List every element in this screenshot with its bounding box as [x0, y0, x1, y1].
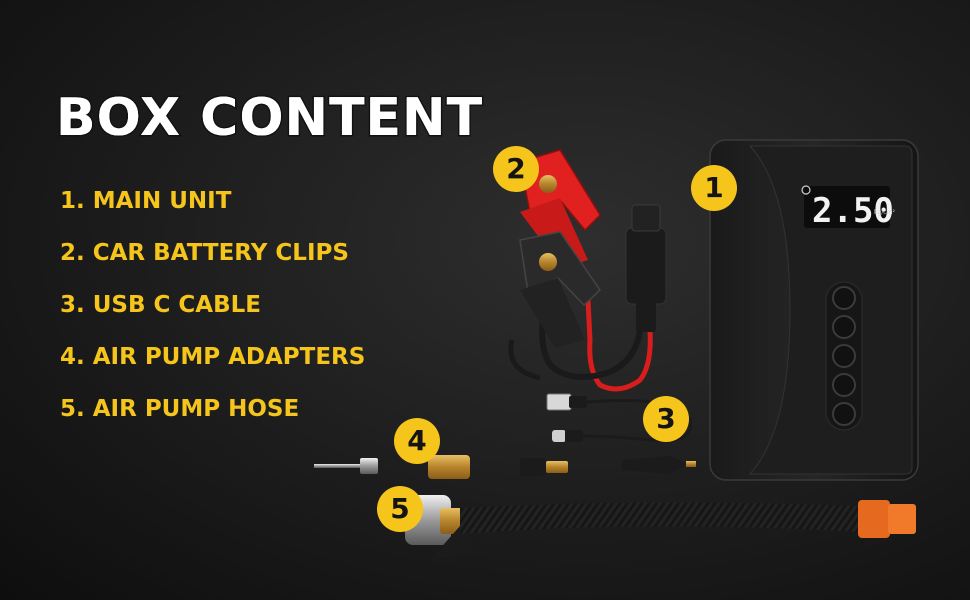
hose-tip: [858, 500, 890, 538]
list-item-pump-adapters: 4. AIR PUMP ADAPTERS: [60, 344, 366, 370]
unit-button-3: [832, 344, 856, 368]
list-item-pump-hose: 5. AIR PUMP HOSE: [60, 396, 300, 422]
badge-main-unit: 1: [691, 165, 737, 211]
badge-usb-cable: 3: [643, 396, 689, 442]
badge-pump-adapters: 4: [394, 418, 440, 464]
needle-adapter: [314, 464, 362, 468]
unit-button-4: [832, 373, 856, 397]
unit-button-1: [832, 286, 856, 310]
valve-adapter: [520, 458, 546, 476]
main-unit: 2.50 kg/cm²: [709, 139, 919, 481]
badge-battery-clips: 2: [493, 146, 539, 192]
page-title: BOX CONTENT: [54, 87, 484, 150]
cone-adapter: [622, 456, 688, 474]
list-item-main-unit: 1. MAIN UNIT: [60, 188, 232, 214]
battery-clips: [508, 149, 667, 392]
unit-button-5: [832, 402, 856, 426]
list-item-usb-cable: 3. USB C CABLE: [60, 292, 261, 318]
brass-adapter: [428, 455, 470, 479]
unit-button-2: [832, 315, 856, 339]
air-pump-hose: [405, 495, 916, 560]
list-item-battery-clips: 2. CAR BATTERY CLIPS: [60, 240, 349, 266]
pressure-readout: 2.50: [812, 191, 894, 231]
pressure-unit: kg/cm²: [874, 209, 895, 216]
badge-pump-hose: 5: [377, 486, 423, 532]
mode-icon: [801, 185, 811, 195]
air-pump-adapters: [314, 455, 696, 479]
